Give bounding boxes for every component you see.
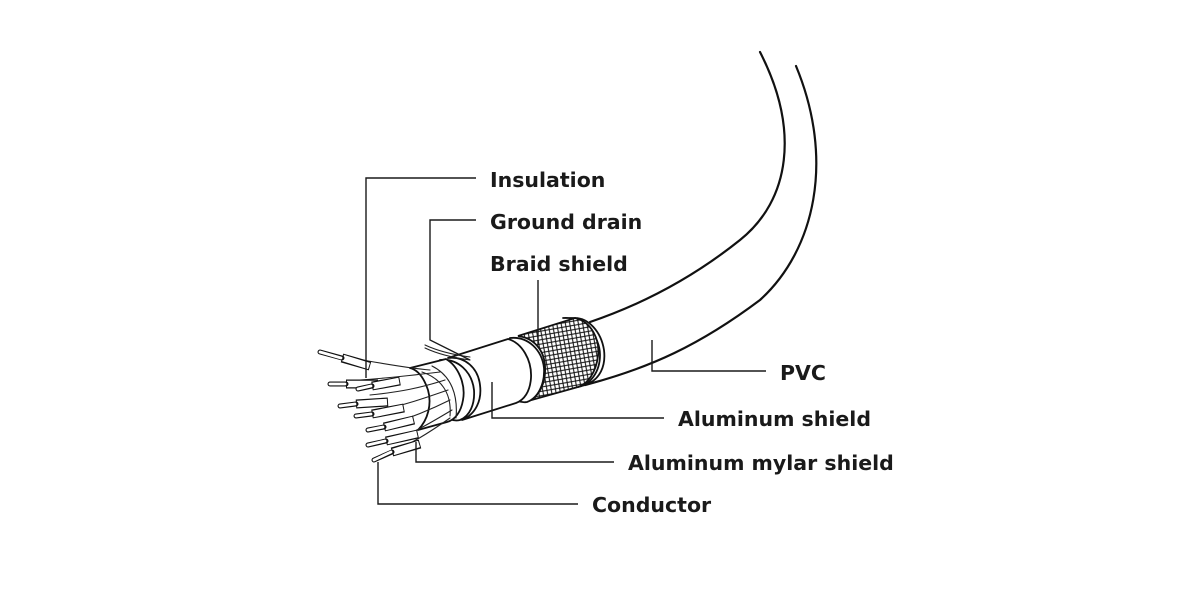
leader-ground-drain xyxy=(429,219,476,361)
wire-5 xyxy=(353,403,405,419)
label-aluminum-mylar-shield: Aluminum mylar shield xyxy=(628,451,894,475)
wire-bundle xyxy=(317,349,453,463)
wire-1 xyxy=(317,349,372,371)
label-conductor: Conductor xyxy=(592,493,712,517)
mylar-foil xyxy=(409,358,465,431)
ground-drain-wire xyxy=(424,344,471,361)
wire-7 xyxy=(365,429,419,448)
leader-conductor xyxy=(377,462,578,505)
wire-6 xyxy=(365,415,416,433)
wire-4 xyxy=(337,397,389,409)
wire-3 xyxy=(355,376,401,392)
leader-pvc xyxy=(651,340,766,372)
label-insulation: Insulation xyxy=(490,168,605,192)
label-aluminum-shield: Aluminum shield xyxy=(678,407,871,431)
leader-aluminum-shield xyxy=(491,382,664,419)
leader-insulation xyxy=(365,177,476,378)
wire-8 xyxy=(371,439,422,463)
leader-aluminum-mylar-shield xyxy=(415,442,614,463)
label-ground-drain: Ground drain xyxy=(490,210,642,234)
leader-lines xyxy=(365,177,766,505)
label-pvc: PVC xyxy=(780,361,826,385)
label-braid-shield: Braid shield xyxy=(490,252,628,276)
